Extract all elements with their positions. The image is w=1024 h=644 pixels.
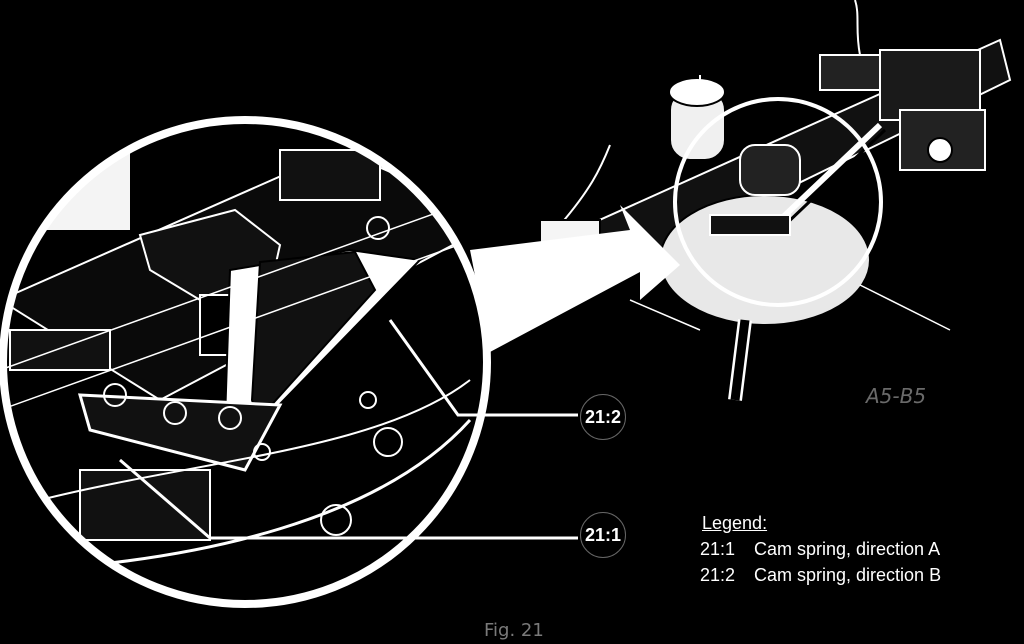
detail-drawing — [3, 120, 487, 604]
legend-text: Cam spring, direction A — [754, 539, 941, 559]
detail-circle-large — [0, 116, 491, 608]
overview-drawing — [539, 0, 1012, 401]
legend-title: Legend: — [702, 513, 768, 533]
callout-label: 21:1 — [584, 524, 622, 545]
drawing-id: A5-B5 — [866, 384, 927, 408]
leader-line-21-2 — [388, 319, 578, 417]
legend-text: Cam spring, direction B — [754, 565, 942, 585]
figure-caption: Fig. 21 — [484, 620, 544, 641]
legend: Legend: 21:1 Cam spring, direction A 21:2… — [700, 510, 941, 588]
legend-item: 21:2 Cam spring, direction B — [700, 562, 941, 588]
legend-code: 21:1 — [700, 539, 736, 559]
magnify-arrow — [470, 205, 680, 352]
callout-21-1: 21:1 — [580, 512, 626, 558]
leader-line-21-1 — [119, 458, 578, 540]
callout-21-2: 21:2 — [580, 394, 626, 440]
callout-label: 21:2 — [584, 406, 622, 427]
legend-code: 21:2 — [700, 565, 736, 585]
detail-circle-small — [673, 97, 883, 307]
legend-item: 21:1 Cam spring, direction A — [700, 536, 941, 562]
